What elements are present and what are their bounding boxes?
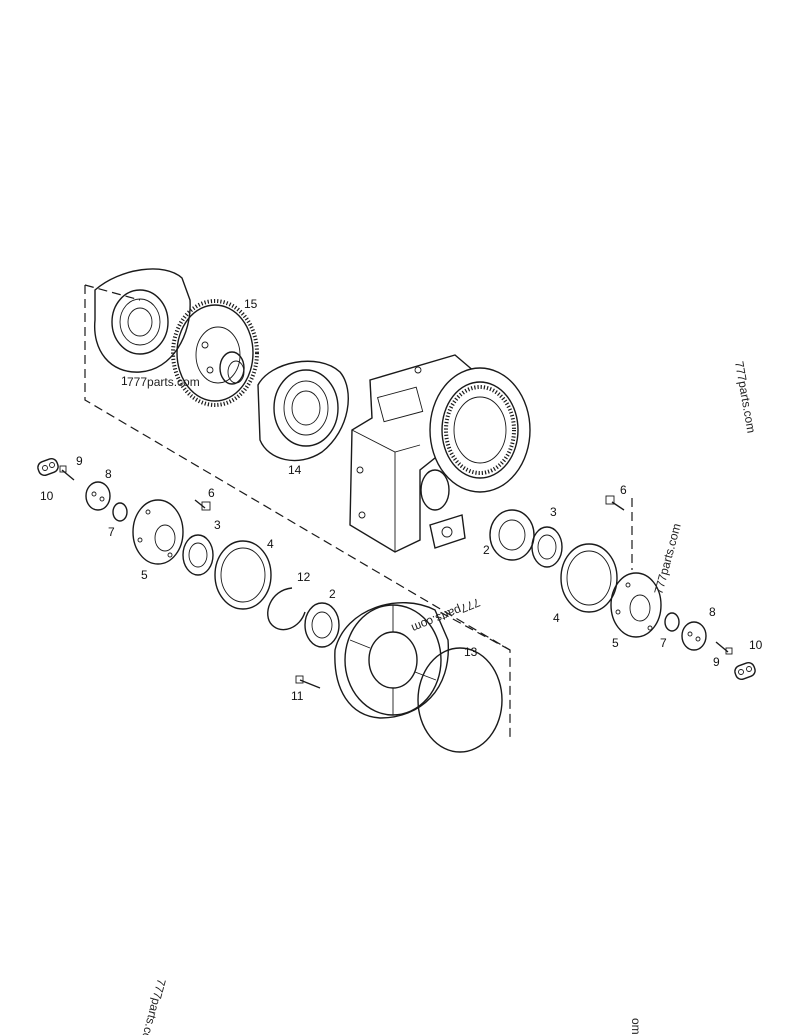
callout-7-right: 7 (660, 636, 667, 650)
callout-3-right: 3 (550, 505, 557, 519)
part-9-bolt-right (715, 641, 733, 655)
part-2-bearing-left (304, 602, 340, 648)
part-14-bearing-cover (257, 360, 349, 462)
part-3-seal-right (531, 526, 563, 568)
watermark-6: om (629, 1018, 643, 1035)
callout-4-left: 4 (267, 537, 274, 551)
callout-1: 1 (121, 374, 128, 388)
callout-3-left: 3 (214, 518, 221, 532)
part-10-lock-plate-right (734, 661, 756, 681)
watermark-1: 777parts.com (127, 375, 200, 389)
part-1-cover-plate (94, 268, 191, 373)
part-10-lock-plate-left (37, 457, 59, 477)
part-8-washer-left (85, 481, 111, 511)
part-2-bearing-right (489, 509, 535, 561)
assembly-guide-lines (84, 284, 633, 740)
callout-5-right: 5 (612, 636, 619, 650)
callout-14: 14 (288, 463, 302, 477)
callout-8-right: 8 (709, 605, 716, 619)
callout-2-right: 2 (483, 543, 490, 557)
callout-9-right: 9 (713, 655, 720, 669)
part-8-washer-right (681, 621, 707, 651)
callout-8-left: 8 (105, 467, 112, 481)
part-5-flange-right (610, 572, 662, 638)
callout-9-left: 9 (76, 454, 83, 468)
callout-4-right: 4 (553, 611, 560, 625)
watermark-3: 777parts.com (651, 522, 683, 596)
callout-15: 15 (244, 297, 258, 311)
callout-6-right: 6 (620, 483, 627, 497)
callout-13: 13 (464, 645, 478, 659)
part-9-bolt-left (59, 465, 75, 481)
callout-10-left: 10 (40, 489, 54, 503)
part-12-snap-ring (267, 587, 306, 631)
part-7-o-ring-right (664, 612, 680, 632)
callout-10-right: 10 (749, 638, 763, 652)
part-13-gasket (417, 647, 503, 753)
part-7-o-ring-left (112, 502, 128, 522)
callout-5-left: 5 (141, 568, 148, 582)
callout-labels: 1 15 14 9 10 8 7 6 3 5 4 12 2 11 13 2 3 … (40, 297, 763, 703)
part-11-bolt (295, 675, 321, 689)
part-13-housing-cover (334, 602, 449, 719)
part-15-spur-gear (171, 299, 259, 407)
callout-7-left: 7 (108, 525, 115, 539)
part-6-bolt-right (605, 495, 625, 511)
watermark-2: 777parts.com (732, 360, 758, 434)
callout-11: 11 (291, 689, 304, 703)
part-5-flange-left (132, 499, 184, 565)
part-3-seal-left (182, 534, 214, 576)
part-4-shim-left (214, 540, 272, 610)
callout-12: 12 (297, 570, 311, 584)
watermark-5: 777parts.co (139, 977, 169, 1035)
callout-6-left: 6 (208, 486, 215, 500)
part-6-bolt-left (194, 499, 211, 511)
part-4-shim-right (560, 543, 618, 613)
callout-2-left: 2 (329, 587, 336, 601)
gearbox-housing (349, 354, 531, 553)
